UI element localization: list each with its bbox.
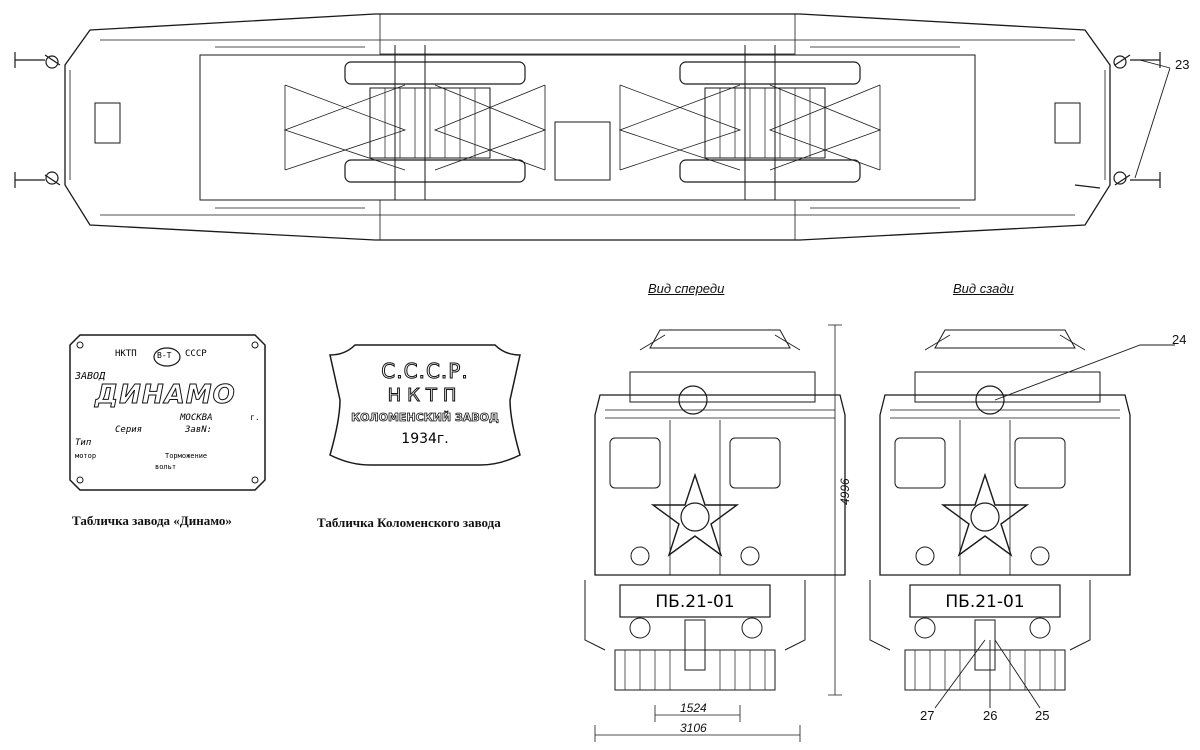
- dynamo-name: ДИНАМО: [95, 380, 236, 411]
- front-dimensions: [594, 324, 842, 742]
- rear-view: [869, 329, 1131, 691]
- kolomna-line4: 1934г.: [401, 431, 449, 447]
- kolomna-plate-text: С.С.С.Р. НКТП КОЛОМЕНСКИЙ ЗАВОД 1934г.: [330, 345, 520, 465]
- rear-headlight-top: [975, 385, 1005, 415]
- dynamo-god: г.: [250, 413, 260, 422]
- front-view-title: Вид спереди: [648, 281, 725, 296]
- center-hatch: [554, 121, 611, 181]
- left-buffers: [14, 52, 61, 188]
- rear-body: [879, 394, 1131, 576]
- roof-plate: [199, 54, 976, 201]
- kolomna-plate: [329, 344, 521, 466]
- front-body: [594, 394, 846, 576]
- dynamo-motor: мотор: [75, 452, 97, 460]
- dim-width: 3106: [680, 721, 707, 735]
- front-view: [584, 329, 846, 691]
- dynamo-zavn: ЗавN:: [185, 425, 213, 435]
- front-window-left: [609, 437, 661, 489]
- dynamo-caption: Табличка завода «Динамо»: [72, 513, 232, 528]
- right-roof-hatch: [1054, 102, 1081, 144]
- kolomna-caption: Табличка Коломенского завода: [317, 515, 501, 530]
- roof-outline: [64, 13, 1111, 241]
- dynamo-volt: вольт: [155, 463, 177, 471]
- front-number-plate: ПБ.21-01: [655, 592, 735, 612]
- front-headlight-top: [678, 385, 708, 415]
- dim-height: 4996: [838, 478, 852, 505]
- top-view: [14, 13, 1171, 241]
- callout-23: 23: [1175, 57, 1190, 72]
- kolomna-line1: С.С.С.Р.: [381, 359, 469, 384]
- callout-24: 24: [1172, 332, 1187, 347]
- callout-23-leader: [1134, 59, 1171, 179]
- dynamo-tip: Тип: [75, 438, 92, 448]
- rear-window-right: [1014, 437, 1066, 489]
- callout-25: 25: [1035, 708, 1050, 723]
- kolomna-line3: КОЛОМЕНСКИЙ ЗАВОД: [351, 411, 499, 425]
- dynamo-logo: В-Т: [157, 351, 172, 360]
- callout-27: 27: [920, 708, 935, 723]
- dynamo-plate: [69, 334, 266, 491]
- dynamo-moskva: МОСКВА: [180, 413, 213, 423]
- dynamo-plate-text: НКТП В-Т СССР ЗАВОД ДИНАМО МОСКВА Серия …: [70, 335, 265, 490]
- dynamo-sssr: СССР: [185, 349, 207, 359]
- pantograph-left: [283, 45, 547, 200]
- dim-gauge: 1524: [680, 701, 707, 715]
- rear-callout-leaders: [934, 344, 1175, 709]
- dynamo-zavod: ЗАВОД: [75, 371, 106, 382]
- pantograph-right: [618, 45, 882, 200]
- dynamo-brake: Торможение: [165, 452, 208, 460]
- kolomna-line2: НКТП: [387, 385, 463, 407]
- rear-window-left: [894, 437, 946, 489]
- dynamo-nktp: НКТП: [115, 349, 137, 359]
- callout-26: 26: [983, 708, 998, 723]
- front-star: [650, 472, 740, 557]
- rear-star: [940, 472, 1030, 557]
- right-buffers: [1074, 52, 1161, 189]
- left-roof-hatch: [94, 102, 121, 144]
- front-window-right: [729, 437, 781, 489]
- rear-view-title: Вид сзади: [953, 281, 1014, 296]
- dynamo-seriya: Серия: [115, 425, 143, 435]
- rear-number-plate: ПБ.21-01: [945, 592, 1025, 612]
